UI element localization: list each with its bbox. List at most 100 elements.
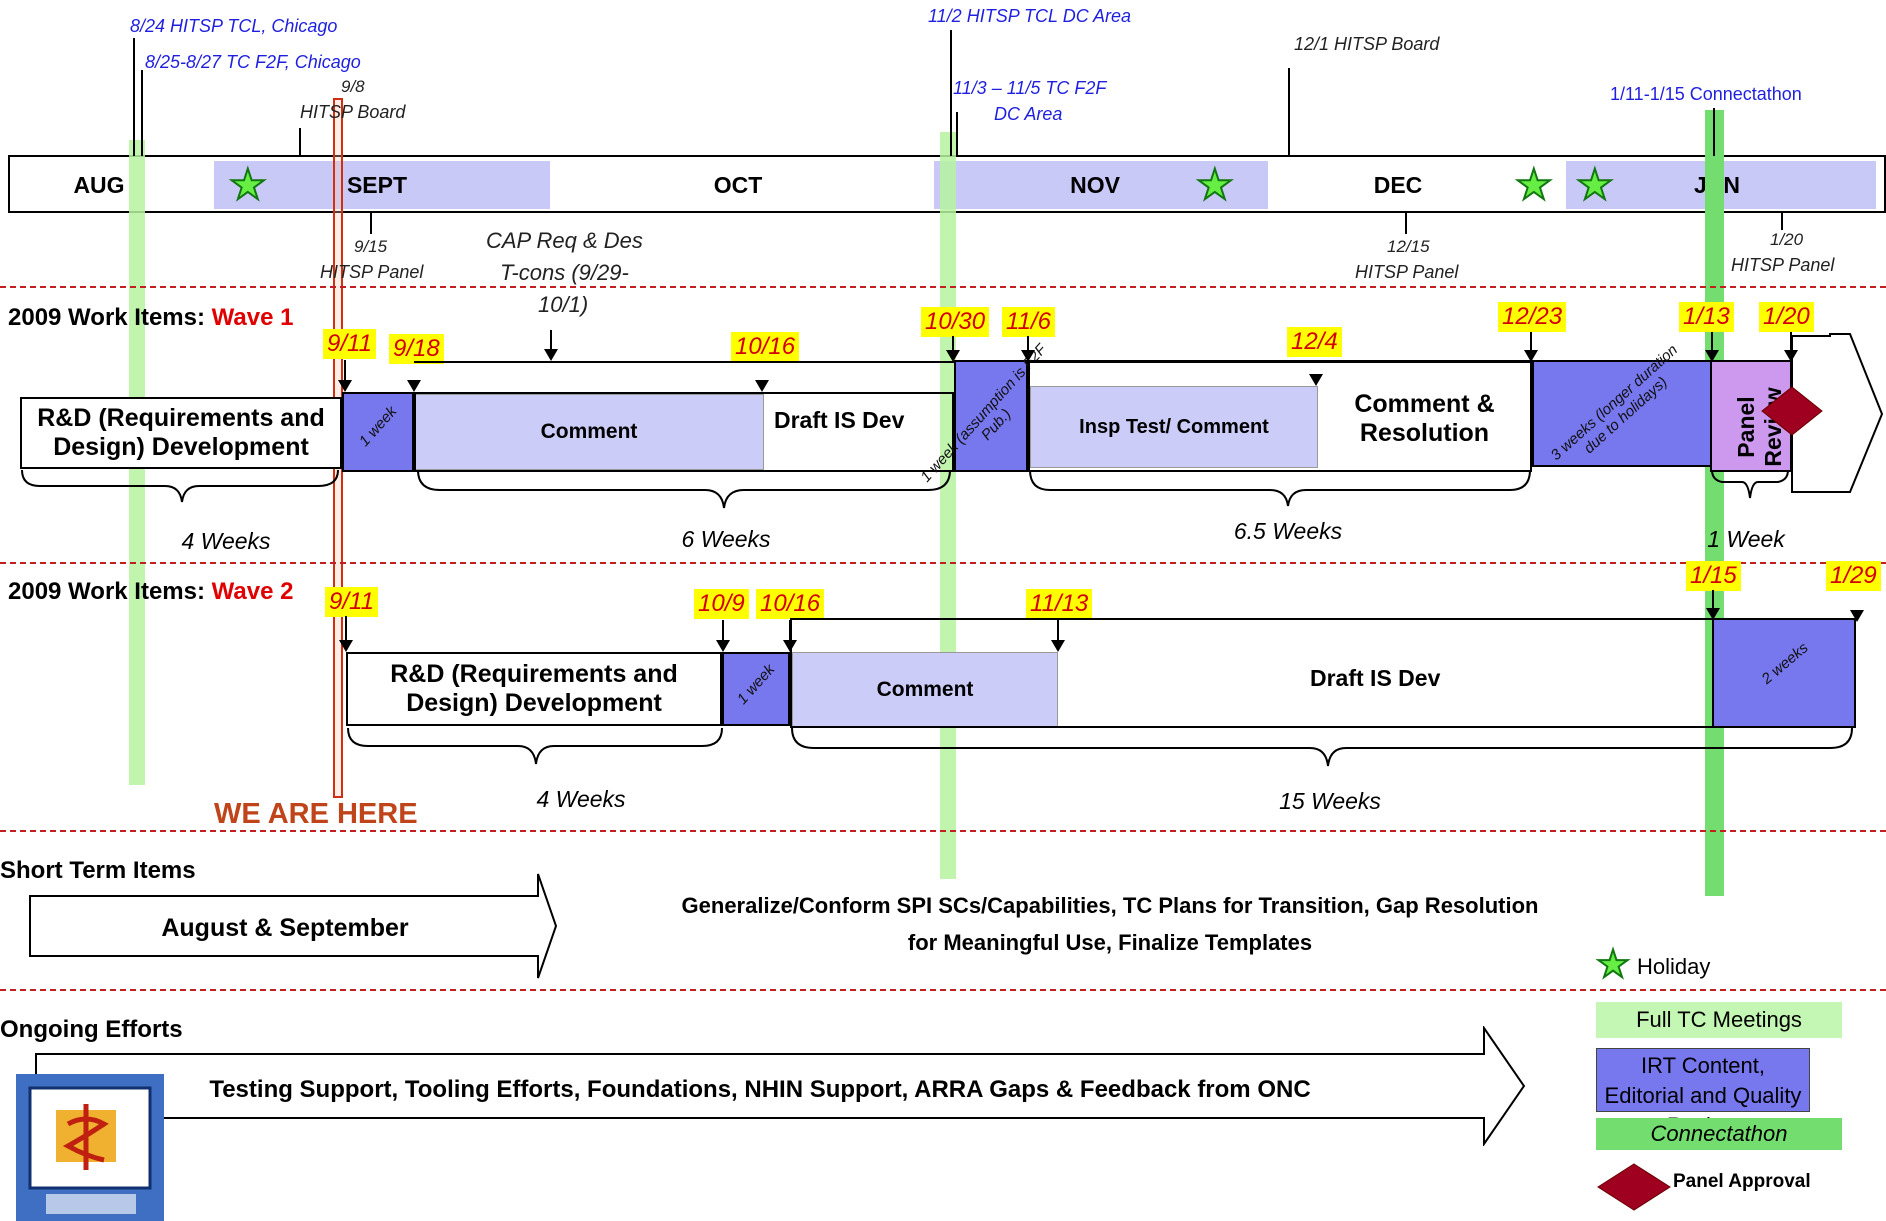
wave1-date-12-4: 12/4 <box>1287 327 1342 357</box>
tick-11-2 <box>950 30 952 156</box>
wave2-date-10-16: 10/16 <box>756 589 825 619</box>
annotation-panel-120-date: 1/20 <box>1770 230 1804 249</box>
short-term-arrow-label: August & September <box>161 914 409 942</box>
marker-line <box>344 360 346 382</box>
wave1-weeks-4: 4 Weeks <box>181 528 271 554</box>
marker-arrow <box>1784 350 1798 362</box>
marker-arrow <box>1705 350 1719 362</box>
marker-arrow <box>1309 374 1323 386</box>
holiday-star-icon: ★ <box>1514 161 1554 208</box>
wave2-weeks-4: 4 Weeks <box>536 786 626 812</box>
legend-holiday-star-icon: ★ <box>1595 943 1631 987</box>
marker-line <box>952 336 954 352</box>
wave1-draft-label: Draft IS Dev <box>774 407 905 433</box>
marker-line <box>1530 332 1532 352</box>
holiday-star-icon: ★ <box>1195 161 1235 208</box>
wave2-date-1-15: 1/15 <box>1686 561 1741 591</box>
marker-line <box>550 330 552 352</box>
wave1-comment-resolution: Comment & Resolution <box>1354 390 1495 447</box>
marker-line <box>1057 620 1059 642</box>
short-term-desc-2: for Meaningful Use, Finalize Templates <box>907 930 1313 955</box>
short-term-arrow <box>29 873 558 979</box>
month-aug: AUG <box>73 172 125 198</box>
tick-12-15 <box>1405 212 1407 234</box>
separator-wave2 <box>0 562 1886 564</box>
wave1-date-1-13: 1/13 <box>1679 302 1734 332</box>
annotation-panel-120-label: HITSP Panel <box>1731 255 1835 275</box>
holiday-star-icon: ★ <box>228 161 268 208</box>
wave2-braces <box>347 727 1853 767</box>
wave1-date-9-18: 9/18 <box>389 334 444 364</box>
wave2-draft-box <box>790 618 1714 728</box>
wave2-heading: 2009 Work Items: Wave 2 <box>8 578 294 605</box>
nov-band <box>934 161 1268 209</box>
marker-arrow <box>1524 350 1538 362</box>
wave1-date-9-11: 9/11 <box>323 329 376 359</box>
tick-9-8 <box>299 128 301 156</box>
annotation-board-98-date: 9/8 <box>341 77 365 96</box>
wave2-date-11-13: 11/13 <box>1026 589 1093 619</box>
marker-arrow <box>716 640 730 652</box>
annotation-f2f-dc-2: DC Area <box>994 104 1063 124</box>
legend-holiday-label: Holiday <box>1637 954 1711 979</box>
month-oct: OCT <box>713 172 763 198</box>
annotation-board-98-label: HITSP Board <box>300 102 406 122</box>
month-dec: DEC <box>1373 172 1423 198</box>
wave1-date-12-23: 12/23 <box>1498 302 1567 332</box>
marker-arrow <box>339 640 353 652</box>
ongoing-heading: Ongoing Efforts <box>0 1016 183 1043</box>
marker-line <box>722 620 724 642</box>
short-term-heading: Short Term Items <box>0 857 196 884</box>
wave2-two-weeks <box>1712 618 1856 728</box>
marker-arrow <box>755 380 769 392</box>
annotation-f2f-dc-1: 11/3 – 11/5 TC F2F <box>953 78 1107 98</box>
wave1-date-11-6: 11/6 <box>1002 307 1055 337</box>
computer-logo-icon <box>16 1074 164 1221</box>
ongoing-arrow-label: Testing Support, Tooling Efforts, Founda… <box>209 1076 1311 1103</box>
wave2-draft-label: Draft IS Dev <box>1310 665 1441 691</box>
annotation-cap-req-2: T-cons (9/29- <box>500 260 629 285</box>
marker-line <box>345 616 347 642</box>
wave1-week-assumption <box>954 360 1028 472</box>
annotation-panel-915-date: 9/15 <box>354 237 388 256</box>
tick-8-25 <box>141 70 143 156</box>
wave1-baseline <box>414 361 1828 363</box>
legend-connectathon: Connectathon <box>1596 1118 1842 1150</box>
annotation-tcl-dc: 11/2 HITSP TCL DC Area <box>928 6 1132 26</box>
wave2-date-1-29: 1/29 <box>1826 561 1881 591</box>
annotation-tcl-chicago: 8/24 HITSP TCL, Chicago <box>130 16 338 36</box>
wave1-comment: Comment <box>414 394 764 470</box>
marker-arrow <box>783 640 797 652</box>
marker-line <box>1027 336 1029 352</box>
marker-arrow <box>407 380 421 392</box>
wave1-week1 <box>342 392 414 472</box>
annotation-connectathon: 1/11-1/15 Connectathon <box>1610 84 1802 104</box>
we-are-here-label: WE ARE HERE <box>214 798 418 830</box>
wave1-date-1-20: 1/20 <box>1759 302 1814 332</box>
wave1-weeks-6: 6 Weeks <box>681 526 771 552</box>
wave1-draft-box <box>414 392 954 472</box>
wave1-weeks-1: 1 Week <box>1707 526 1785 552</box>
wave1-comment-res-box <box>1028 360 1532 472</box>
legend-panel-approval-diamond-icon <box>1597 1163 1671 1211</box>
marker-line <box>1711 332 1713 352</box>
marker-line <box>789 620 791 642</box>
month-sept: SEPT <box>346 172 408 198</box>
legend-panel-approval-label: Panel Approval <box>1673 1171 1811 1192</box>
legend-irt: IRT Content, Editorial and Quality Revie… <box>1596 1048 1810 1138</box>
wave1-date-10-30: 10/30 <box>921 307 990 337</box>
tick-11-3 <box>956 112 958 156</box>
annotation-cap-req-1: CAP Req & Des <box>486 228 643 253</box>
holiday-star-icon: ★ <box>1575 161 1615 208</box>
annotation-board-121: 12/1 HITSP Board <box>1294 34 1440 54</box>
marker-arrow <box>338 380 352 392</box>
legend-full-tc: Full TC Meetings <box>1596 1002 1842 1038</box>
ongoing-arrow <box>35 1026 1526 1146</box>
separator-wave1 <box>0 286 1886 288</box>
tick-1-20 <box>1781 212 1783 230</box>
wave2-week1 <box>722 652 790 726</box>
wave2-date-10-9: 10/9 <box>694 589 749 619</box>
tick-8-24 <box>133 38 135 156</box>
marker-arrow <box>1051 640 1065 652</box>
annotation-cap-req-3: 10/1) <box>538 292 589 317</box>
